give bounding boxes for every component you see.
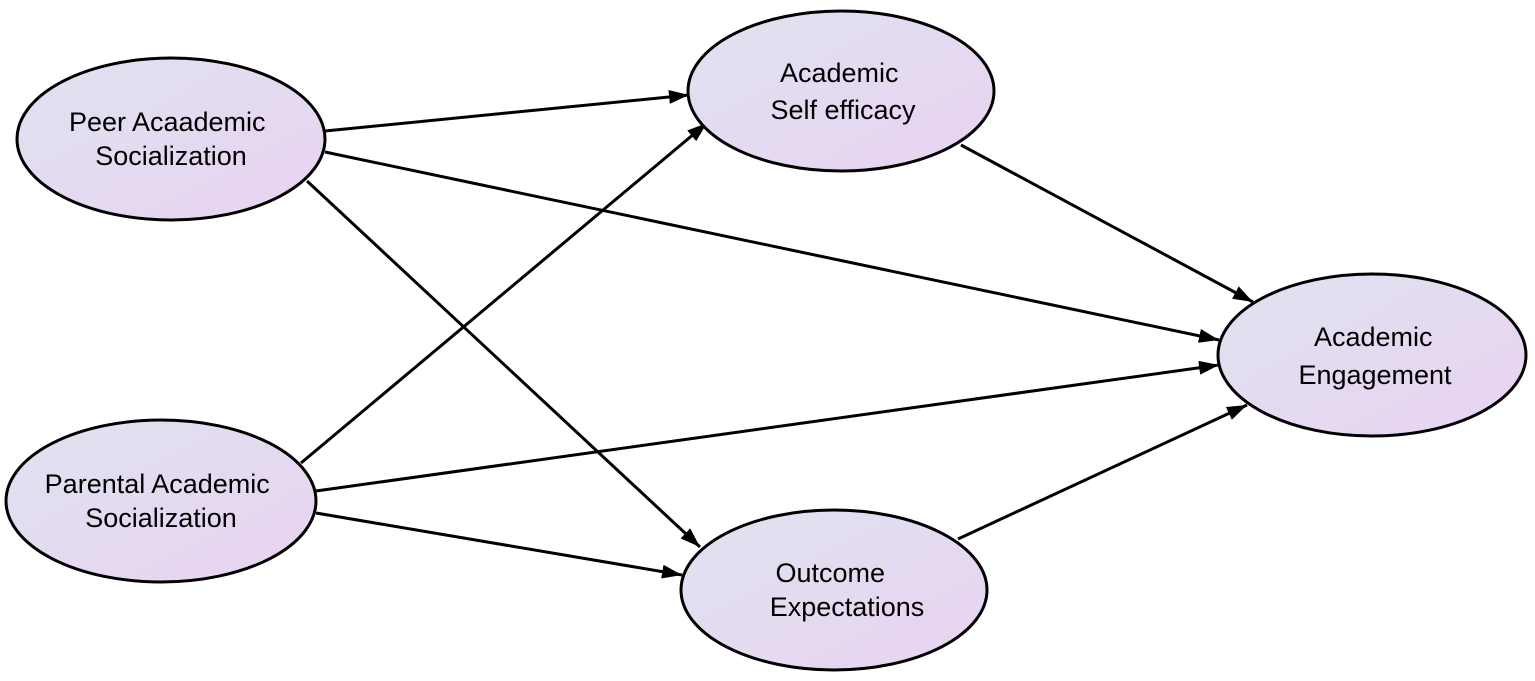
node-engagement-line-2: Engagement <box>1298 360 1452 390</box>
node-engagement-line-1: Academic <box>1314 322 1433 352</box>
node-outcome-expectations: Outcome Expectations <box>679 508 989 672</box>
node-peer-ellipse <box>15 56 327 222</box>
node-outcome-line-2: Expectations <box>770 592 925 622</box>
node-academic-engagement: Academic Engagement <box>1216 272 1528 438</box>
arrow-peer-to-efficacy <box>324 90 690 133</box>
arrow-outcome-to-engagement <box>957 403 1248 541</box>
edges <box>300 90 1254 579</box>
arrow-peer-to-engagement <box>324 150 1220 343</box>
arrow-parental-to-efficacy <box>300 121 708 465</box>
node-outcome-ellipse <box>679 508 989 672</box>
node-efficacy-ellipse <box>686 9 996 173</box>
node-parental-label: Parental Academic Socialization <box>45 469 278 533</box>
node-efficacy-line-1: Academic <box>780 58 899 88</box>
node-peer-label: Peer Acaademic Socialization <box>69 107 273 171</box>
node-peer-academic-socialization: Peer Acaademic Socialization <box>15 56 327 222</box>
node-engagement-label: Academic Engagement <box>1298 322 1452 390</box>
node-peer-line-2: Socialization <box>95 141 247 171</box>
arrow-parental-to-outcome <box>315 511 683 579</box>
node-engagement-ellipse <box>1216 272 1528 438</box>
arrow-peer-to-outcome <box>305 179 702 549</box>
arrow-efficacy-to-engagement <box>960 143 1254 304</box>
node-parental-line-1: Parental Academic <box>45 469 270 499</box>
node-academic-self-efficacy: Academic Self efficacy <box>686 9 996 173</box>
node-outcome-line-1: Outcome <box>775 558 885 588</box>
node-outcome-label: Outcome Expectations <box>770 558 925 622</box>
node-parental-ellipse <box>4 418 318 584</box>
node-peer-line-1: Peer Acaademic <box>69 107 266 137</box>
arrow-parental-to-engagement <box>315 360 1220 493</box>
node-parental-academic-socialization: Parental Academic Socialization <box>4 418 318 584</box>
node-parental-line-2: Socialization <box>85 503 237 533</box>
node-efficacy-label: Academic Self efficacy <box>770 58 916 125</box>
node-efficacy-line-2: Self efficacy <box>770 95 916 125</box>
